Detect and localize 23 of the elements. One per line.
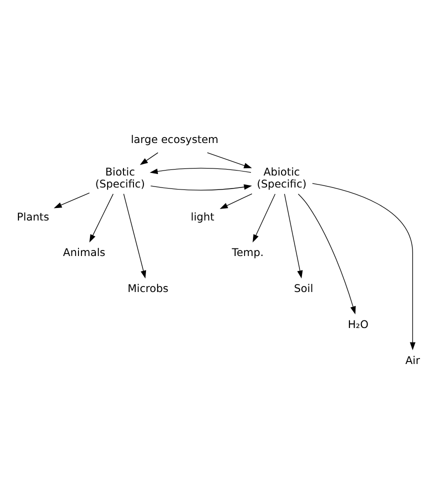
- arrow: [284, 193, 303, 278]
- arrow: [312, 182, 416, 350]
- node-text: Air: [405, 353, 420, 366]
- node-text: H₂O: [348, 317, 368, 330]
- arrow: [123, 193, 146, 278]
- arrow: [140, 152, 158, 165]
- node-text: Microbs: [128, 282, 168, 295]
- arrow: [207, 152, 252, 168]
- node-text: Plants: [16, 210, 50, 223]
- arrow: [150, 167, 252, 174]
- node-text: light: [190, 210, 214, 223]
- node-text: Biotic (Specific): [95, 165, 145, 190]
- arrow: [252, 193, 276, 242]
- arrow: [298, 193, 356, 314]
- node-text: Temp.: [232, 246, 264, 259]
- arrow: [89, 193, 114, 242]
- node-text: large ecosystem: [130, 132, 218, 146]
- node-text: Soil: [294, 282, 314, 295]
- arrow: [54, 192, 90, 208]
- arrow: [150, 184, 252, 190]
- node-text: Animals: [63, 246, 106, 259]
- arrow: [220, 193, 252, 208]
- node-text: Abiotic (Specific): [256, 165, 306, 190]
